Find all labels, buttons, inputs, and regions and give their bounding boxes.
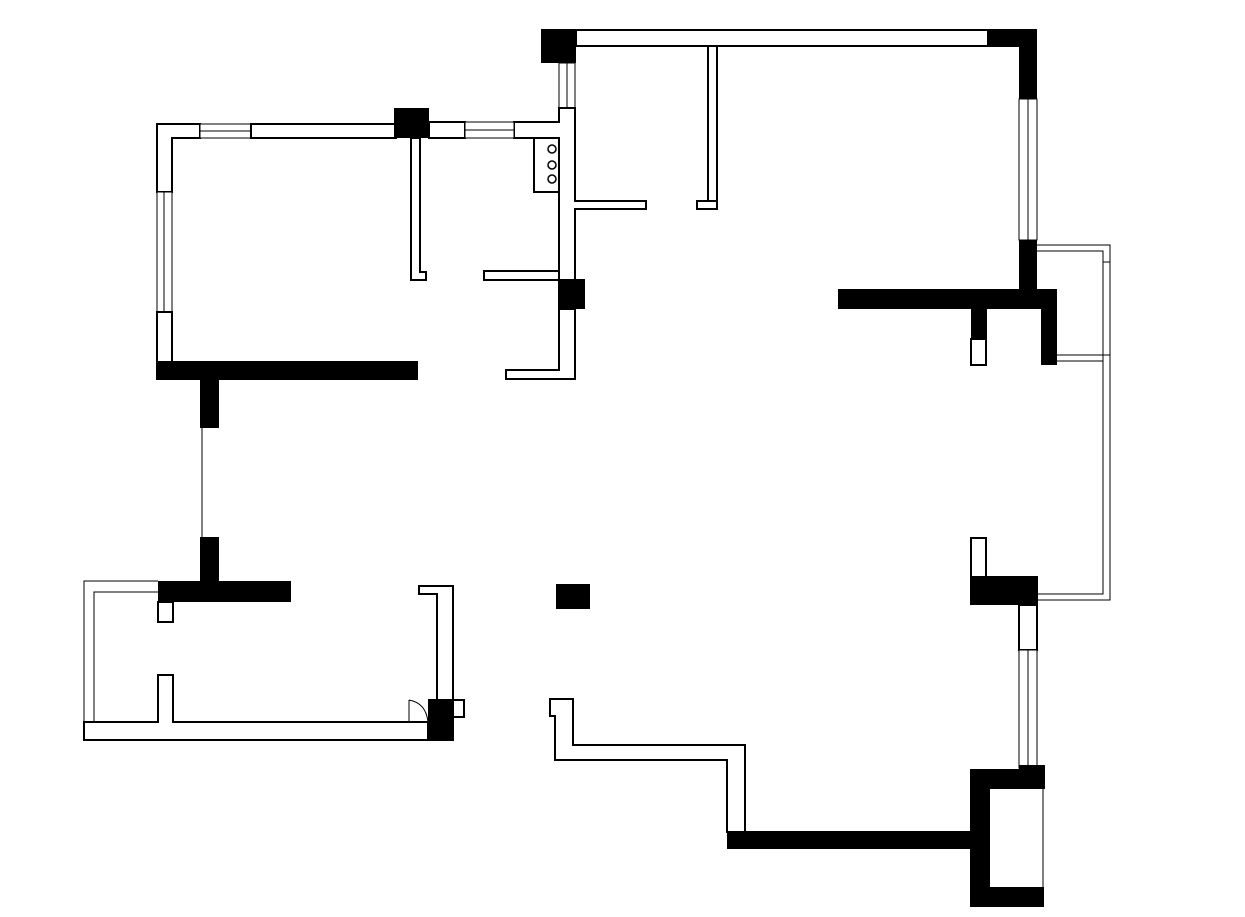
- column-right-mid-2: [1041, 289, 1057, 365]
- column-top-left: [541, 29, 576, 63]
- top-wall-group: [541, 29, 1037, 210]
- column-kitchen: [558, 279, 585, 309]
- stub-wall-right-lower: [970, 537, 987, 579]
- burner-icon: [547, 174, 557, 184]
- column-bottom-left: [428, 699, 454, 741]
- interior-wall-stub-top: [696, 200, 718, 210]
- bottom-left-room: [83, 537, 465, 741]
- window-right-lower: [1018, 649, 1038, 769]
- column-left-lower: [200, 537, 219, 583]
- stove-burners: [547, 144, 557, 184]
- horizontal-wall-right: [838, 289, 1057, 309]
- top-wall: [575, 29, 989, 47]
- right-wall-upper: [1019, 29, 1037, 99]
- top-left-room: [156, 108, 515, 428]
- burner-icon: [547, 144, 557, 154]
- burner-icon: [547, 160, 557, 170]
- kitchen-walls: [483, 62, 647, 380]
- wall-left-horizontal: [156, 361, 418, 380]
- interior-wall-vertical-top: [707, 45, 718, 210]
- stub-wall-right-hollow: [970, 338, 987, 366]
- interior-wall-kitchen: [483, 270, 560, 281]
- right-wall-lower: [970, 537, 1038, 651]
- balcony-outline: [1037, 244, 1111, 601]
- bottom-wall-group: [549, 698, 973, 849]
- bottom-wall-hollow: [549, 698, 746, 833]
- column-right-lower: [970, 576, 1038, 605]
- column-center: [556, 584, 590, 609]
- door-swing: [408, 699, 429, 723]
- stub-wall-right: [971, 309, 987, 339]
- column-left: [200, 378, 219, 428]
- window-right-upper: [1018, 98, 1038, 241]
- right-wall-mid: [838, 240, 1057, 366]
- bottom-right-closet: [970, 765, 1045, 907]
- column-top-mid: [394, 108, 429, 138]
- wall-bottom-left-horizontal: [158, 581, 291, 602]
- bottom-wall: [727, 831, 973, 849]
- column-right-mid: [1019, 240, 1037, 295]
- right-wall-lower-hollow: [1018, 604, 1038, 651]
